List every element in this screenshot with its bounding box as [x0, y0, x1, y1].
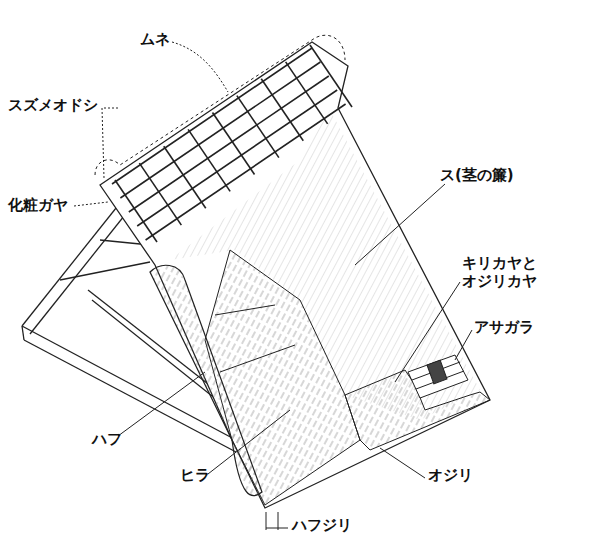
roof-body — [100, 42, 490, 508]
asagara — [408, 355, 468, 398]
part-label: アサガラ — [474, 318, 534, 336]
part-label: ヒラ — [180, 466, 210, 484]
hafu-roll — [150, 265, 262, 495]
part-label: ムネ — [140, 30, 170, 48]
part-label: ハフジリ — [292, 516, 352, 534]
part-label: スズメオドシ — [8, 96, 98, 114]
leader-lines — [74, 42, 472, 530]
part-label: ハフ — [92, 430, 122, 448]
hira-thatch — [205, 250, 360, 505]
part-label: オジリ — [428, 466, 473, 484]
part-label: ス(茎の簾) — [440, 166, 514, 184]
ridge-outline — [95, 35, 345, 175]
part-label: キリカヤと オジリカヤ — [462, 254, 546, 290]
part-label: 化粧ガヤ — [8, 196, 68, 214]
bamboo-lattice — [112, 45, 352, 242]
